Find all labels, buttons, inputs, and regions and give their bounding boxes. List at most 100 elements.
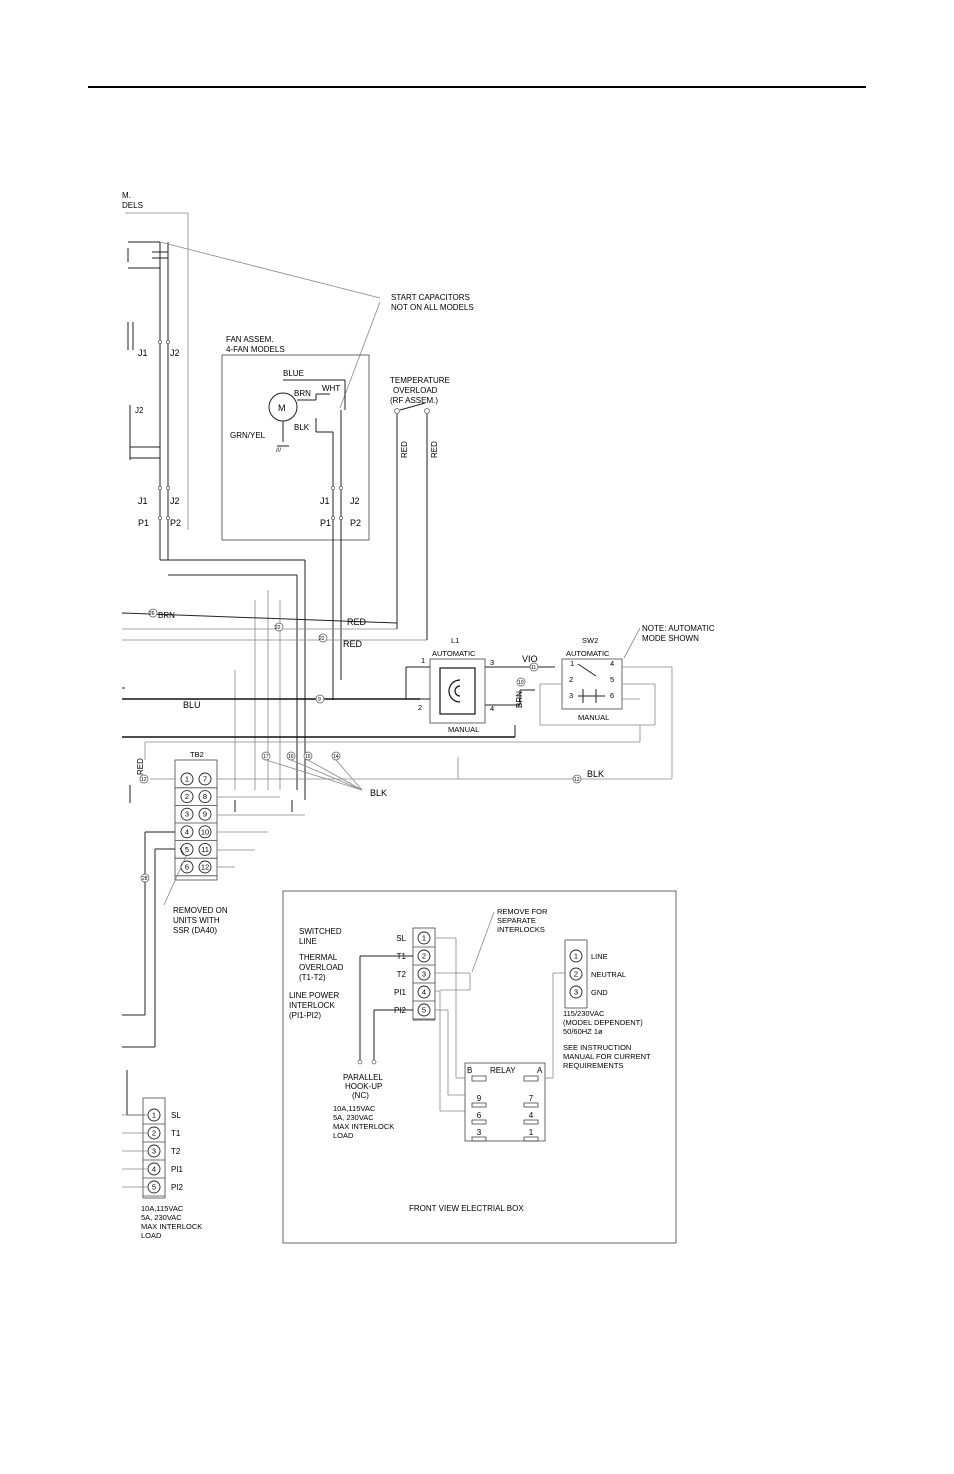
tb2-left-1-number: 1	[185, 775, 189, 784]
tb2-right-10-number: 10	[201, 827, 209, 836]
bl-term-1-number: 1	[152, 1111, 156, 1120]
wire-blu: BLU	[183, 700, 201, 710]
bl-load-2: 5A, 230VAC	[141, 1213, 182, 1222]
wire-16: 16	[288, 754, 294, 760]
box-term-2-number: 2	[422, 952, 426, 961]
relay-title: RELAY	[490, 1066, 516, 1075]
fan-motor-label: M	[278, 403, 286, 413]
fan-brn-label: BRN	[294, 389, 311, 398]
tb2-right-8-circle	[198, 790, 212, 804]
bl-term-label-1: T1	[171, 1129, 181, 1138]
ln-term-2-circle	[569, 967, 583, 981]
tb2-right-9-circle	[198, 807, 212, 821]
fan-wht-label: WHT	[322, 384, 340, 393]
tb2-right-10-circle	[198, 825, 212, 839]
box-caption: FRONT VIEW ELECTRIAL BOX	[409, 1204, 524, 1213]
tb2-left-4-circle	[180, 825, 194, 839]
wire-14: 14	[333, 754, 339, 760]
bl-load-3: MAX INTERLOCK	[141, 1222, 202, 1231]
relay-right-4: 4	[529, 1111, 534, 1120]
fan-j2-label: J2	[350, 496, 360, 506]
bl-term-4-number: 4	[152, 1165, 156, 1174]
tb2-right-11-number: 11	[201, 845, 209, 854]
sw2-pin-5: 5	[610, 675, 614, 684]
wire-10: 10	[518, 680, 524, 686]
tb2-left-4-number: 4	[185, 827, 189, 836]
l1-manual: MANUAL	[448, 725, 479, 734]
bl-term-3-number: 3	[152, 1147, 156, 1156]
tb2-left-5-number: 5	[185, 845, 189, 854]
note-label-1: NOTE: AUTOMATIC	[642, 624, 715, 633]
box-term-5-number: 5	[422, 1006, 426, 1015]
box-volt-2: (MODEL DEPENDENT)	[563, 1018, 643, 1027]
box-term-1-number: 1	[422, 934, 426, 943]
left-conn-j2: J2	[170, 348, 180, 358]
box-load-2: 5A, 230VAC	[333, 1113, 374, 1122]
box-thermal-3: (T1-T2)	[299, 973, 326, 982]
tb2-right-9-number: 9	[203, 810, 207, 819]
wire-15: 15	[305, 754, 311, 760]
box-see-3: REQUIREMENTS	[563, 1061, 623, 1070]
box-term-1-circle	[417, 931, 431, 945]
l1-title: L1	[451, 636, 459, 645]
sw2-pin-1: 1	[570, 659, 574, 668]
tb2-left-3-number: 3	[185, 810, 189, 819]
wire-22b: 22	[319, 636, 325, 642]
box-load-3: MAX INTERLOCK	[333, 1122, 394, 1131]
tb2-left-6-number: 6	[185, 863, 189, 872]
ln-label-2: GND	[591, 988, 608, 997]
temp-label-1: TEMPERATURE	[390, 376, 450, 385]
wire-red-3: RED	[136, 758, 145, 775]
box-parallel-1: PARALLEL	[343, 1073, 383, 1082]
sw2-title: SW2	[582, 636, 598, 645]
left-conn-j1: J1	[138, 348, 148, 358]
bl-term-5-number: 5	[152, 1183, 156, 1192]
box-lpi-1: LINE POWER	[289, 991, 339, 1000]
tb2-removed-1: REMOVED ON	[173, 906, 228, 915]
electrical-box: SWITCHED LINE THERMAL OVERLOAD (T1-T2) L…	[282, 890, 677, 1244]
bl-term-label-3: PI1	[171, 1165, 184, 1174]
wire-9: 9	[318, 697, 321, 703]
ln-term-1-number: 1	[574, 952, 578, 961]
bl-load-4: LOAD	[141, 1231, 162, 1240]
temp-red-1: RED	[400, 441, 409, 458]
l1-switch: L1 AUTOMATIC MANUAL 1 2 3 4 VIO 11 10 BR…	[405, 636, 555, 734]
left-conn-p1: P1	[138, 518, 149, 528]
svg-text:///: ///	[276, 448, 281, 454]
bl-term-label-0: SL	[171, 1111, 181, 1120]
fan-blue-label: BLUE	[283, 369, 304, 378]
wire-26: 26	[149, 611, 155, 617]
wire-brn: BRN	[158, 611, 175, 620]
bl-term-label-2: T2	[171, 1147, 181, 1156]
box-volt-3: 50/60HZ 1ø	[563, 1027, 603, 1036]
wire-blk-2: BLK	[370, 788, 387, 798]
fan-blk-label: BLK	[294, 423, 310, 432]
tb2-title: TB2	[190, 750, 204, 759]
box-lpi-2: INTERLOCK	[289, 1001, 335, 1010]
sw2-pin-4: 4	[610, 659, 614, 668]
bl-term-label-4: PI2	[171, 1183, 184, 1192]
fan-title-2: 4-FAN MODELS	[226, 345, 285, 354]
box-term-4-circle	[417, 985, 431, 999]
box-lpi-3: (PI1-PI2)	[289, 1011, 321, 1020]
fan-p2-label: P2	[350, 518, 361, 528]
sw2-pin-2: 2	[569, 675, 573, 684]
sw2-pin-3: 3	[569, 691, 573, 700]
relay-b: B	[467, 1066, 472, 1075]
wire-12a: 12	[141, 777, 147, 783]
tb2-right-12-number: 12	[201, 863, 209, 872]
box-term-label-0: SL	[396, 934, 406, 943]
left-conn-j1b: J1	[138, 496, 148, 506]
wire-blk: BLK	[587, 769, 604, 779]
mid-harness: 26 BRN 22 22 RED RED BLU 9	[121, 559, 641, 800]
box-term-4-number: 4	[422, 988, 426, 997]
tb2-right-11-circle	[198, 842, 212, 856]
box-volt-1: 115/230VAC	[563, 1009, 605, 1018]
tb2-left-2-circle	[180, 790, 194, 804]
l1-pin-4: 4	[490, 704, 494, 713]
tb2-left-3-circle	[180, 807, 194, 821]
sw2-pin-6: 6	[610, 691, 614, 700]
fan-title-1: FAN ASSEM.	[226, 335, 274, 344]
ln-term-2-number: 2	[574, 970, 578, 979]
